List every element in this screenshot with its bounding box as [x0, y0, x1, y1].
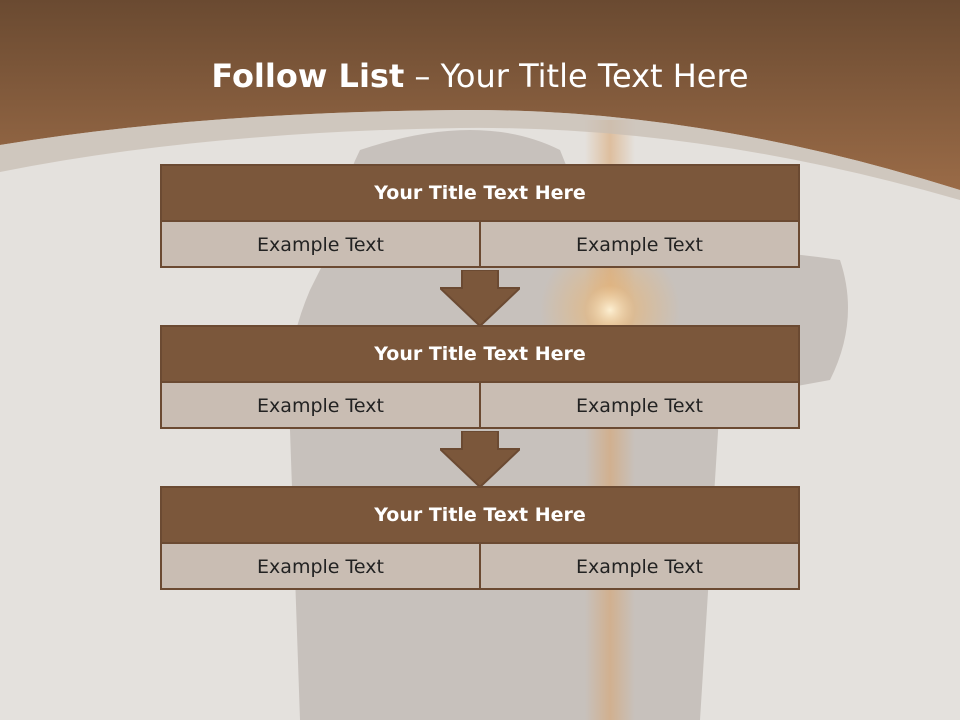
- block-cell-right: Example Text: [479, 544, 798, 590]
- block-title: Your Title Text Here: [162, 327, 798, 383]
- list-block-1: Your Title Text Here Example Text Exampl…: [160, 164, 800, 268]
- block-title: Your Title Text Here: [162, 488, 798, 544]
- block-title: Your Title Text Here: [162, 166, 798, 222]
- down-arrow-icon: [440, 270, 520, 326]
- slide-title: Follow List – Your Title Text Here: [0, 52, 960, 100]
- block-cell-right: Example Text: [479, 383, 798, 429]
- block-cell-left: Example Text: [257, 556, 384, 578]
- block-cell-left: Example Text: [257, 234, 384, 256]
- list-block-3: Your Title Text Here Example Text Exampl…: [160, 486, 800, 590]
- slide-title-rest: – Your Title Text Here: [404, 57, 749, 95]
- slide-title-bold: Follow List: [211, 57, 405, 95]
- block-cell-left: Example Text: [257, 395, 384, 417]
- block-cell-right: Example Text: [479, 222, 798, 268]
- down-arrow-icon: [440, 431, 520, 487]
- list-block-2: Your Title Text Here Example Text Exampl…: [160, 325, 800, 429]
